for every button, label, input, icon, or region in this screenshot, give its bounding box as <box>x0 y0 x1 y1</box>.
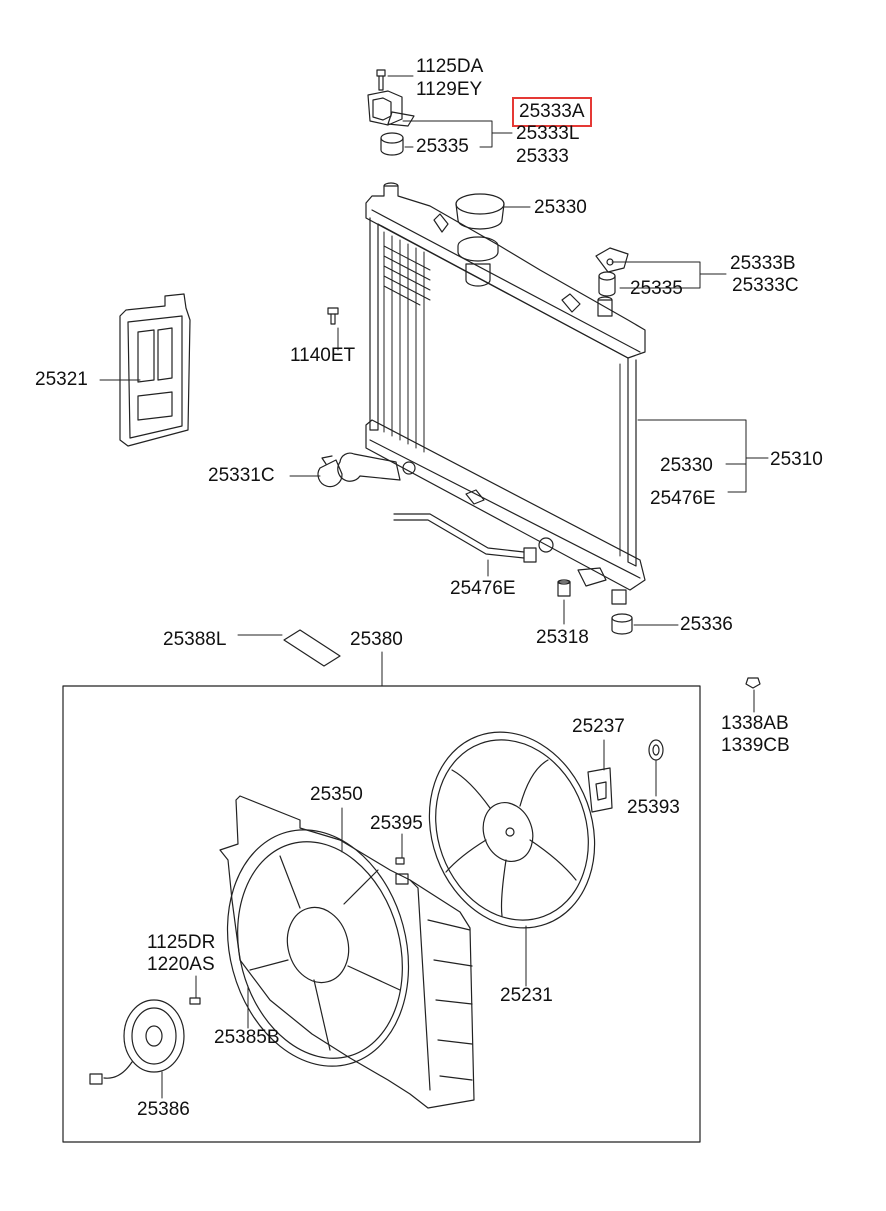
label-25330-mid: 25330 <box>660 455 713 476</box>
label-25336: 25336 <box>680 614 733 635</box>
label-25380: 25380 <box>350 629 403 650</box>
label-25385B: 25385B <box>214 1027 280 1048</box>
label-1129EY: 1129EY <box>416 79 483 100</box>
label-25335-top: 25335 <box>416 136 469 157</box>
grommet-25335-right <box>599 272 615 296</box>
label-25335-right: 25335 <box>630 278 683 299</box>
leader-lines <box>100 207 768 712</box>
fan-blade-25231 <box>403 709 622 952</box>
label-25331C: 25331C <box>208 465 275 486</box>
label-25333A-highlighted: 25333A <box>512 97 592 127</box>
label-25330-cap: 25330 <box>534 197 587 218</box>
fan-shroud-25350 <box>202 796 474 1108</box>
radiator-cap-25330 <box>456 194 504 229</box>
label-25318: 25318 <box>536 627 589 648</box>
bolt-1140ET <box>328 308 338 324</box>
nut-1338AB <box>746 678 760 688</box>
label-1339CB: 1339CB <box>721 735 790 756</box>
plug-25336 <box>612 614 632 634</box>
label-25237: 25237 <box>572 716 625 737</box>
label-25321: 25321 <box>35 369 88 390</box>
plate-25237 <box>588 768 612 812</box>
label-1125DA: 1125DA <box>416 56 484 77</box>
plug-25318 <box>558 580 570 596</box>
radiator-core-fins <box>384 232 628 560</box>
screw-25395 <box>396 858 404 864</box>
fan-leader-lines <box>162 740 656 1098</box>
label-25333B: 25333B <box>730 253 796 274</box>
bracket-25333B <box>596 248 628 272</box>
label-25350: 25350 <box>310 784 363 805</box>
washer-25393 <box>649 740 663 760</box>
fan-motor-25386 <box>90 1000 184 1084</box>
label-25395: 25395 <box>370 813 423 834</box>
label-25393: 25393 <box>627 797 680 818</box>
bracket-25333-part <box>368 70 414 126</box>
label-sticker-25388L <box>284 630 340 666</box>
label-1338AB: 1338AB <box>721 713 789 734</box>
leaders-top <box>388 76 512 147</box>
air-guard-25321 <box>120 294 190 446</box>
label-25476E-hose: 25476E <box>450 578 516 599</box>
hose-25476E <box>394 514 536 562</box>
label-25333L: 25333L <box>516 123 580 144</box>
clamp-25331C <box>318 456 342 487</box>
label-25333: 25333 <box>516 146 569 167</box>
label-25386: 25386 <box>137 1099 190 1120</box>
label-25231: 25231 <box>500 985 553 1006</box>
label-25333C: 25333C <box>732 275 799 296</box>
label-25388L: 25388L <box>163 629 227 650</box>
label-1140ET: 1140ET <box>290 345 356 366</box>
label-25310: 25310 <box>770 449 823 470</box>
label-1125DR: 1125DR <box>147 932 216 953</box>
label-25476E-mid: 25476E <box>650 488 716 509</box>
fan-assembly-box-25380 <box>63 686 700 1142</box>
screw-1125DR <box>190 998 200 1004</box>
grommet-25335-top <box>381 133 403 155</box>
label-1220AS: 1220AS <box>147 954 215 975</box>
